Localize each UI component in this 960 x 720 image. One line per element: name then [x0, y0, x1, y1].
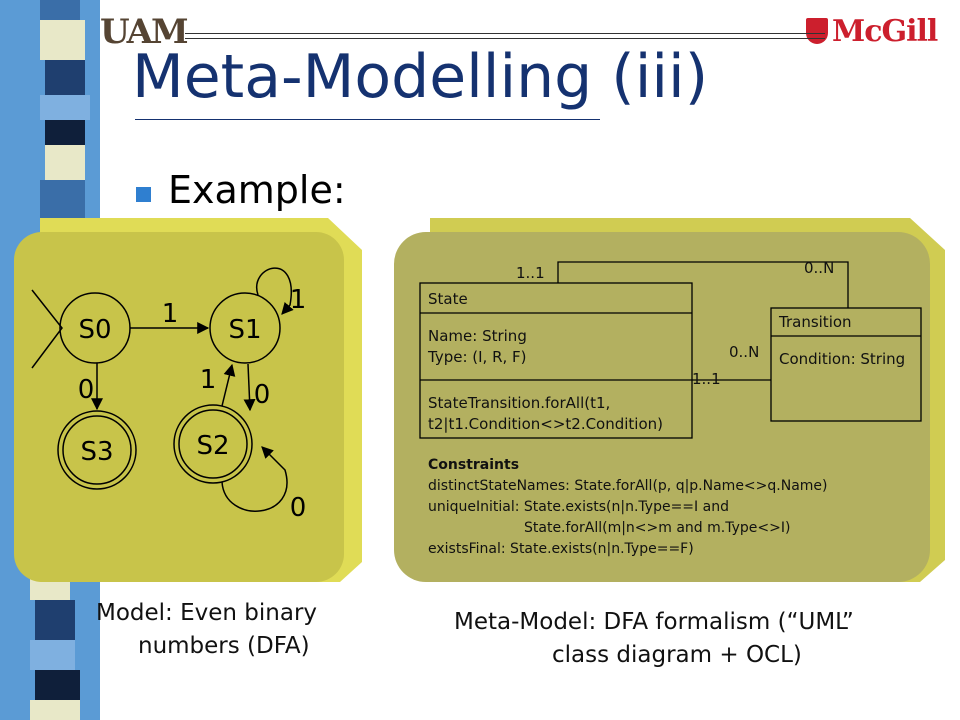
constraint-exists-final: existsFinal: State.exists(n|n.Type==F) — [428, 541, 694, 557]
model-panel: S0 S1 S2 S3 1 1 0 1 0 0 — [14, 218, 362, 582]
state-class-box — [419, 282, 693, 439]
mult-assoc-right: 0..N — [729, 343, 760, 361]
constraints-heading: Constraints — [428, 457, 520, 473]
svg-text:S0: S0 — [78, 315, 111, 345]
bullet-marker — [136, 187, 151, 202]
header-rule-top — [185, 33, 825, 34]
state-attr-type: Type: (I, R, F) — [428, 348, 527, 366]
state-op-line1: StateTransition.forAll(t1, — [428, 394, 611, 412]
state-s0: S0 — [59, 292, 131, 364]
model-caption-line2: numbers (DFA) — [138, 633, 310, 659]
constraint-distinct-names: distinctStateNames: State.forAll(p, q|p.… — [428, 478, 828, 494]
svg-text:S2: S2 — [196, 431, 229, 461]
constraint-unique-initial: uniqueInitial: State.exists(n|n.Type==I … — [428, 499, 729, 515]
transition-s2-self — [221, 446, 288, 512]
mcgill-logo: McGill — [832, 14, 938, 49]
model-caption-line1: Model: Even binary — [96, 600, 318, 626]
svg-text:S1: S1 — [228, 315, 261, 345]
state-s1: S1 — [209, 292, 281, 364]
mult-trans-top: 0..N — [804, 259, 835, 277]
transition-class-name: Transition — [779, 313, 852, 331]
transition-attr-condition: Condition: String — [779, 350, 906, 368]
state-op-line2: t2|t1.Condition<>t2.Condition) — [428, 415, 664, 433]
state-attr-name: Name: String — [428, 327, 527, 345]
metamodel-caption-line2: class diagram + OCL) — [552, 642, 802, 668]
header-rule-bottom — [185, 38, 825, 39]
label-s0-s1: 1 — [162, 299, 179, 329]
state-s3: S3 — [57, 410, 137, 490]
label-s2-s1: 1 — [200, 365, 217, 395]
transition-s2-s1 — [221, 363, 236, 407]
bullet-text: Example: — [168, 168, 346, 212]
state-class-name: State — [428, 290, 468, 308]
transition-s1-self — [255, 267, 294, 315]
label-s0-s3: 0 — [78, 375, 95, 405]
mult-assoc-left: 1..1 — [692, 370, 721, 388]
constraint-unique-initial-cont: State.forAll(m|n<>m and m.Type<>I) — [524, 520, 791, 536]
start-arrow — [31, 289, 63, 369]
label-s2-self: 0 — [290, 493, 307, 523]
metamodel-caption-line1: Meta-Model: DFA formalism (“UML” — [454, 609, 854, 635]
label-s1-self: 1 — [290, 285, 307, 315]
label-s1-s2: 0 — [254, 380, 271, 410]
transition-class-box — [770, 307, 922, 422]
mcgill-shield-icon — [806, 18, 828, 44]
uam-logo: UAM — [100, 12, 189, 52]
svg-text:S3: S3 — [80, 437, 113, 467]
title-underline — [135, 119, 600, 120]
mult-self-top: 1..1 — [516, 264, 545, 282]
slide-title: Meta-Modelling (iii) — [132, 42, 709, 112]
transition-s1-s2 — [243, 363, 256, 412]
association-state-transition-top — [557, 261, 849, 308]
metamodel-panel — [394, 218, 945, 582]
state-s2: S2 — [173, 404, 253, 484]
